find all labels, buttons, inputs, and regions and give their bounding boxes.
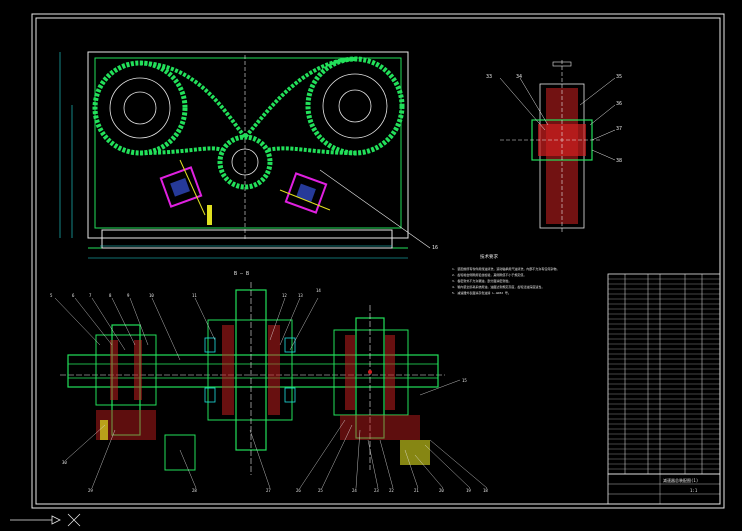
note-1: 1. 装配前所有零件用煤油清洗，滚动轴承用汽油清洗，内部不允许有任何杂物。 [452,266,559,271]
callout-bottom-27: 27 [266,488,271,493]
callout-bottom-24: 24 [352,488,357,493]
callout-top-11: 11 [192,293,197,298]
callout-top-6: 6 [72,293,75,298]
callout-15: 15 [462,378,467,383]
title-block-scale: 1:1 [690,488,698,493]
callout-bottom-20: 20 [439,488,444,493]
note-3: 3. 各密封处不允许漏油，剖分面涂密封胶。 [452,278,511,283]
inner-border [35,17,721,505]
note-2: 2. 齿轮啮合侧隙用铅丝检验，其侧隙值不小于规定值。 [452,272,526,277]
callout-top-10: 10 [149,293,154,298]
callout-bottom-22: 22 [389,488,394,493]
bearing-detail-view: 33 34 35 36 37 38 [486,60,622,232]
callout-bottom-28: 28 [192,488,197,493]
note-4: 4. 箱内装全损耗系统用油，油面达到规定高度，齿轮浸油深度适当。 [452,284,544,289]
callout-34: 34 [516,74,522,80]
callout-top-5: 5 [50,293,53,298]
callout-top-7: 7 [89,293,92,298]
section-label: B — B [234,271,249,277]
callout-16: 16 [432,245,438,251]
callout-top-14: 14 [316,288,321,293]
notes-title: 技术要求 [480,253,498,260]
callout-bottom-18: 18 [483,488,488,493]
bom-table [607,273,721,475]
callout-top-12: 12 [282,293,287,298]
callout-bottom-25: 25 [318,488,323,493]
callout-35: 35 [616,74,622,80]
callout-bottom-30: 30 [62,460,67,465]
callout-top-8: 8 [109,293,112,298]
callout-38: 38 [616,158,622,164]
callout-37: 37 [616,126,622,132]
callout-bottom-19: 19 [466,488,471,493]
callout-33: 33 [486,74,492,80]
note-5: 5. 减速器外表面涂灰色油漆 L-AN32 号。 [452,290,511,295]
callout-bottom-26: 26 [296,488,301,493]
technical-notes: 技术要求 1. 装配前所有零件用煤油清洗，滚动轴承用汽油清洗，内部不允许有任何杂… [452,253,559,295]
callout-bottom-23: 23 [374,488,379,493]
callout-top-13: 13 [298,293,303,298]
title-block-name: 减速器总装配图(1) [663,477,698,483]
callout-bottom-21: 21 [414,488,419,493]
section-view-bb: B — B [50,271,488,493]
callout-bottom-29: 29 [88,488,93,493]
chain-drive-view: 16 [59,51,438,259]
outer-border [31,13,725,509]
ucs-axis-icon [10,513,81,527]
title-block: 减速器总装配图(1) 1:1 [607,473,721,505]
callout-top-9: 9 [127,293,130,298]
callout-36: 36 [616,101,622,107]
